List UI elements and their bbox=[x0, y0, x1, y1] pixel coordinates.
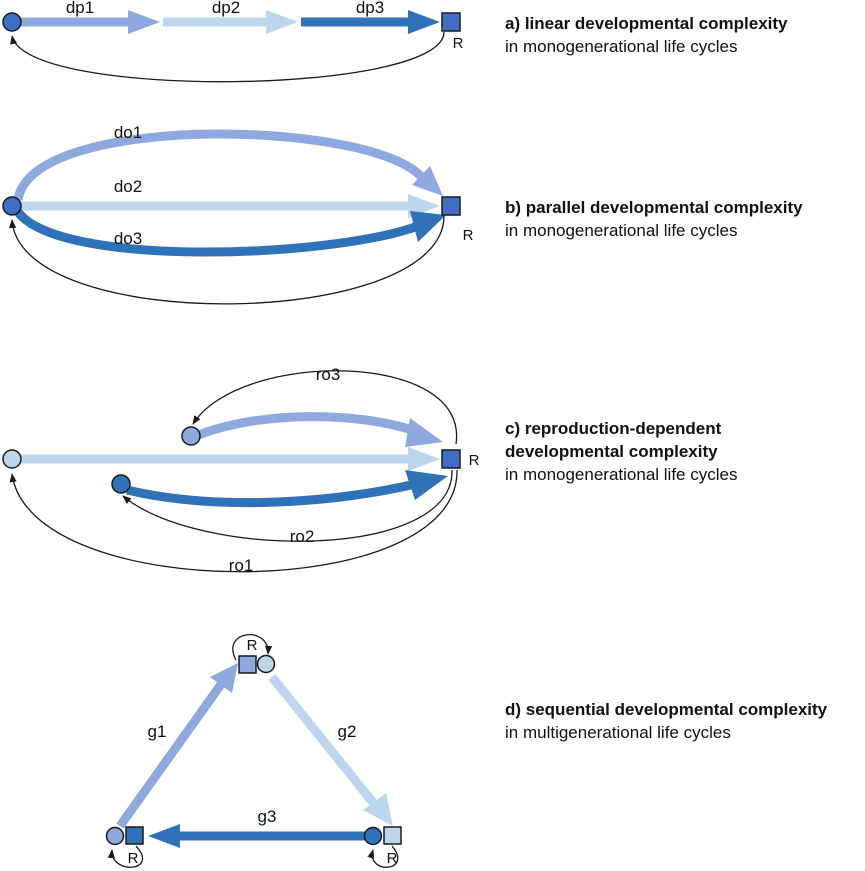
c-start-circle bbox=[2, 449, 22, 469]
d-left-r-label: R bbox=[128, 850, 139, 867]
d-left-square bbox=[125, 826, 144, 845]
g2-arrowhead bbox=[363, 793, 393, 826]
panel-d: g1 g2 g3 R R R bbox=[105, 634, 402, 868]
panel-d-subtitle: in multigenerational life cycles bbox=[505, 723, 731, 742]
ro1-label: ro1 bbox=[229, 556, 254, 575]
b-reproduction-square bbox=[441, 196, 461, 216]
panel-c-subtitle: in monogenerational life cycles bbox=[505, 465, 738, 484]
dp3-arrowhead bbox=[408, 10, 440, 34]
ro3-return-arc bbox=[192, 370, 458, 445]
panel-b-caption: b) parallel developmental complexity in … bbox=[505, 196, 803, 242]
d-right-square bbox=[383, 826, 402, 845]
b-r-label: R bbox=[463, 227, 474, 244]
panel-c: ro3 ro2 ro1 R bbox=[2, 365, 480, 575]
panel-b-title: b) parallel developmental complexity bbox=[505, 198, 803, 217]
dp2-label: dp2 bbox=[212, 0, 240, 17]
d-top-self-loop bbox=[232, 634, 273, 661]
dp2-arrowhead bbox=[266, 10, 298, 34]
d-top-r-label: R bbox=[247, 637, 258, 654]
ro1-return-arc bbox=[9, 469, 458, 573]
do1-arrowhead bbox=[412, 166, 443, 196]
a-reproduction-square bbox=[441, 12, 461, 32]
do3-arrow-shaft bbox=[14, 208, 420, 257]
d-left-circle bbox=[105, 826, 125, 846]
a-r-label: R bbox=[453, 35, 464, 52]
panel-c-caption: c) reproduction-dependent developmental … bbox=[505, 417, 737, 486]
g1-label: g1 bbox=[148, 722, 167, 741]
d-right-circle bbox=[363, 826, 383, 846]
c-reproduction-square bbox=[441, 449, 461, 469]
panel-a-subtitle: in monogenerational life cycles bbox=[505, 37, 738, 56]
do3-arrowhead bbox=[410, 211, 446, 242]
c-lower-arrow-shaft bbox=[125, 479, 417, 508]
do2-label: do2 bbox=[114, 177, 142, 196]
c-lower-arrowhead bbox=[405, 470, 448, 500]
dp1-arrowhead bbox=[128, 10, 160, 34]
panel-a-title: a) linear developmental complexity bbox=[505, 14, 788, 33]
g2-label: g2 bbox=[338, 722, 357, 741]
ro3-label: ro3 bbox=[316, 365, 341, 384]
do1-label: do1 bbox=[114, 123, 142, 142]
panel-c-title-line2: developmental complexity bbox=[505, 442, 718, 461]
d-top-circle bbox=[256, 654, 276, 674]
panel-d-title: d) sequential developmental complexity bbox=[505, 700, 828, 719]
c-upper-arrow-shaft bbox=[194, 412, 417, 441]
d-right-r-label: R bbox=[387, 850, 398, 867]
dp1-label: dp1 bbox=[66, 0, 94, 17]
d-right-self-loop bbox=[367, 845, 399, 868]
c-r-label: R bbox=[469, 452, 480, 469]
g3-arrowhead bbox=[148, 824, 180, 848]
b-start-circle bbox=[2, 196, 22, 216]
do3-label: do3 bbox=[114, 229, 142, 248]
c-main-arrowhead bbox=[408, 447, 440, 471]
a-start-circle bbox=[2, 12, 22, 32]
c-upper-arrowhead bbox=[405, 418, 443, 447]
ro2-label: ro2 bbox=[290, 527, 315, 546]
panel-a: dp1 dp2 dp3 R bbox=[2, 0, 464, 83]
g2-arrow-shaft bbox=[268, 674, 379, 808]
panel-a-caption: a) linear developmental complexity in mo… bbox=[505, 12, 787, 58]
d-top-square bbox=[238, 655, 257, 674]
g1-arrowhead bbox=[210, 663, 238, 693]
d-left-self-loop bbox=[107, 845, 144, 868]
panel-b-subtitle: in monogenerational life cycles bbox=[505, 221, 738, 240]
ro2-return-arc bbox=[122, 469, 453, 542]
c-lower-circle bbox=[111, 474, 131, 494]
panel-b: do1 do2 do3 R bbox=[2, 123, 474, 305]
panel-c-title-line1: c) reproduction-dependent bbox=[505, 419, 722, 438]
a-return-arc bbox=[10, 31, 445, 83]
g1-arrow-shaft bbox=[116, 680, 226, 829]
dp3-label: dp3 bbox=[356, 0, 384, 17]
g3-label: g3 bbox=[258, 807, 277, 826]
do1-arrow-shaft bbox=[13, 129, 429, 202]
b-return-arc bbox=[9, 215, 445, 305]
panel-d-caption: d) sequential developmental complexity i… bbox=[505, 698, 827, 744]
c-upper-circle bbox=[181, 426, 201, 446]
